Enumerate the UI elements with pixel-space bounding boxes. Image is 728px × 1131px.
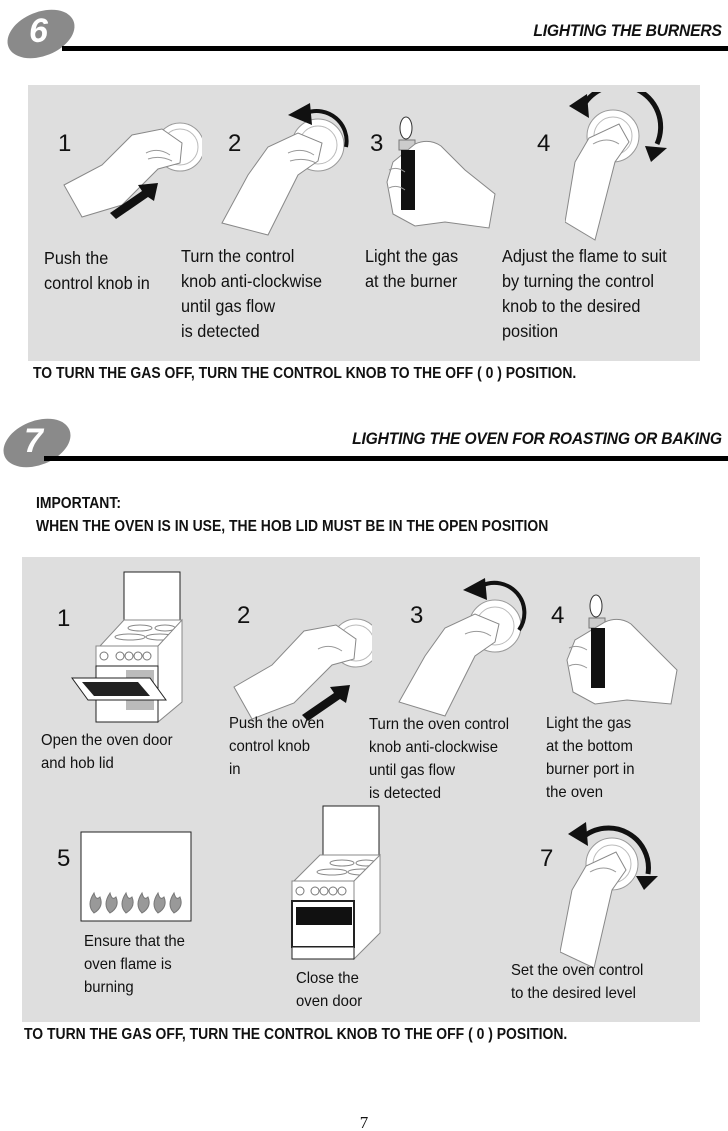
step-caption: Push the oven control knob in — [229, 715, 325, 778]
step-number: 4 — [537, 130, 551, 157]
step-caption: Ensure that the oven flame is burning — [84, 933, 185, 996]
step-number: 3 — [370, 130, 384, 157]
step-caption: Adjust the flame to suit by turning the … — [502, 246, 667, 341]
hand-turn-knob-anticlockwise-icon — [221, 103, 349, 236]
section-6-header: 6 LIGHTING THE BURNERS — [0, 0, 728, 70]
step-number: 2 — [228, 130, 242, 157]
step-number: 1 — [57, 605, 71, 632]
gas-off-warning: TO TURN THE GAS OFF, TURN THE CONTROL KN… — [33, 365, 577, 382]
step-number: 3 — [410, 602, 424, 629]
step-caption: Close the oven door — [296, 970, 363, 1010]
section-7-header: 7 LIGHTING THE OVEN FOR ROASTING OR BAKI… — [0, 405, 728, 477]
step-caption: Set the oven control to the desired leve… — [511, 962, 644, 1002]
step-caption: Light the gas at the bottom burner port … — [546, 715, 635, 801]
step-number: 2 — [237, 602, 251, 629]
gas-off-warning: TO TURN THE GAS OFF, TURN THE CONTROL KN… — [24, 1026, 568, 1043]
step-caption: Light the gas at the burner — [365, 246, 459, 291]
hand-adjust-knob-icon — [565, 92, 667, 241]
section-number: 6 — [29, 12, 48, 50]
important-text: WHEN THE OVEN IS IN USE, THE HOB LID MUS… — [36, 518, 549, 535]
hand-lighter-icon — [566, 594, 678, 705]
hand-push-knob-icon — [63, 122, 202, 219]
header-rule — [44, 456, 728, 461]
page-number: 7 — [359, 1113, 369, 1131]
cooker-closed-door-icon — [291, 805, 381, 960]
hand-turn-knob-anticlockwise-icon — [398, 578, 527, 717]
step-number: 5 — [57, 845, 71, 872]
oven-flames-icon — [80, 831, 192, 922]
step-caption: Push the control knob in — [44, 248, 150, 293]
step-number: 4 — [551, 602, 565, 629]
section-title: LIGHTING THE BURNERS — [533, 21, 723, 40]
hand-lighter-icon — [386, 116, 496, 229]
important-label: IMPORTANT: — [36, 495, 121, 512]
step-number: 7 — [540, 845, 554, 872]
hand-adjust-knob-icon — [560, 822, 658, 968]
cooker-open-door-icon — [71, 571, 183, 724]
header-rule — [62, 46, 728, 51]
section-number: 7 — [24, 422, 43, 460]
step-caption: Turn the oven control knob anti-clockwis… — [369, 716, 510, 802]
section-title: LIGHTING THE OVEN FOR ROASTING OR BAKING — [352, 429, 722, 448]
step-number: 1 — [58, 130, 72, 157]
hand-push-knob-icon — [233, 618, 372, 721]
step-caption: Turn the control knob anti-clockwise unt… — [181, 246, 323, 341]
step-caption: Open the oven door and hob lid — [41, 732, 173, 772]
